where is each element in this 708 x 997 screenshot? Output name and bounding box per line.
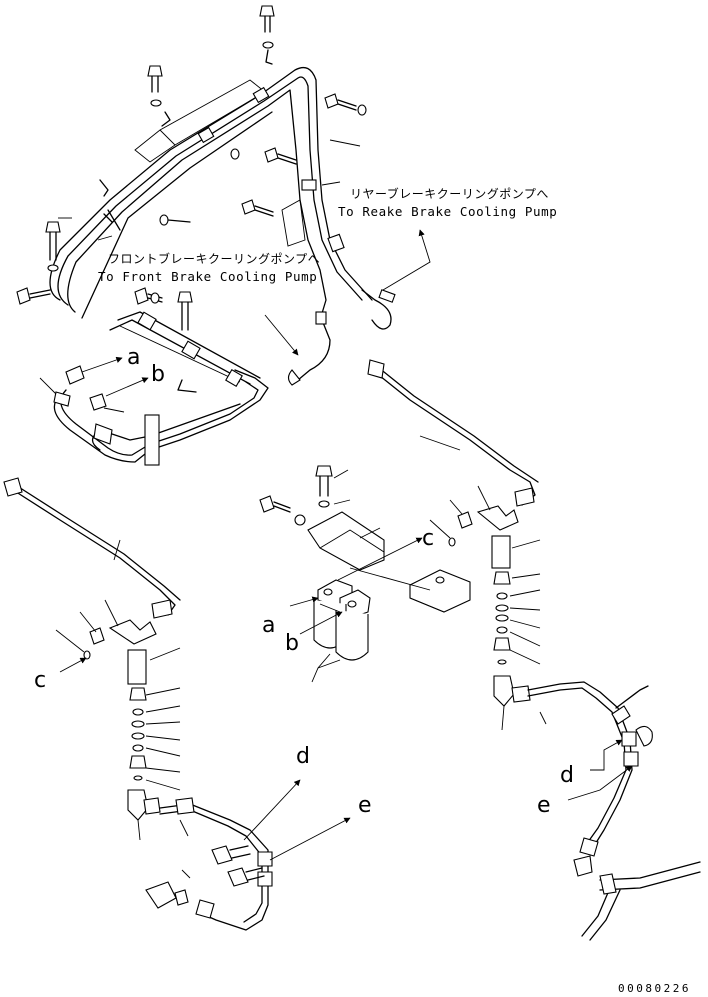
- left-tube-assembly: [39, 311, 269, 466]
- callout-b-mid: b: [285, 631, 299, 656]
- front-brake-label-en: To Front Brake Cooling Pump: [98, 269, 317, 284]
- callout-e-right: e: [537, 793, 551, 818]
- callout-e-left: e: [358, 793, 372, 818]
- right-hose-and-fittings: [367, 359, 701, 941]
- callout-d-left: d: [296, 744, 310, 769]
- top-bolts: [16, 5, 367, 331]
- rear-brake-label-jp: リヤーブレーキクーリングポンプへ: [350, 186, 549, 201]
- front-brake-label-jp: フロントブレーキクーリングポンプへ: [108, 251, 320, 266]
- rear-brake-label-en: To Reake Brake Cooling Pump: [338, 204, 557, 219]
- callout-a-top: a: [127, 345, 140, 370]
- left-hose-and-fittings: [3, 477, 273, 931]
- callout-c-mid: c: [422, 526, 434, 551]
- callout-c-left: c: [34, 668, 46, 693]
- callout-d-right: d: [560, 763, 574, 788]
- top-leaders: [58, 139, 431, 356]
- callout-b-top: b: [151, 362, 165, 387]
- callout-arrows: [59, 356, 633, 861]
- top-tube-assembly: [49, 66, 396, 386]
- filter-assembly: [259, 465, 471, 683]
- document-number: 00080226: [618, 982, 691, 995]
- callout-a-mid: a: [262, 613, 275, 638]
